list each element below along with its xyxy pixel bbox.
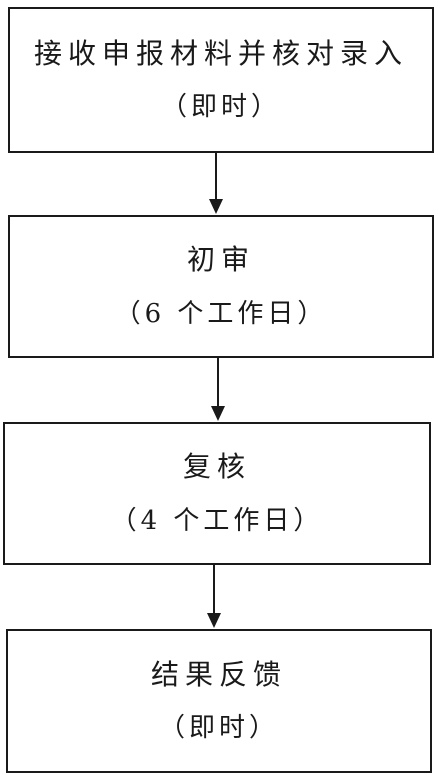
step-initial-review: 初审 （6 个工作日） <box>8 215 434 358</box>
step-receive-materials: 接收申报材料并核对录入 （即时） <box>8 7 434 153</box>
arrow-2-to-3 <box>211 358 225 421</box>
step-result-feedback: 结果反馈 （即时） <box>6 629 432 773</box>
step-duration: （即时） <box>158 713 279 744</box>
step-duration: （4 个工作日） <box>110 505 324 536</box>
step-second-review: 复核 （4 个工作日） <box>3 422 431 565</box>
step-duration: （6 个工作日） <box>114 298 328 329</box>
step-title: 结果反馈 <box>150 657 287 691</box>
arrow-1-to-2 <box>209 153 223 214</box>
step-title: 接收申报材料并核对录入 <box>33 36 408 70</box>
step-title: 初审 <box>186 243 255 277</box>
step-title: 复核 <box>182 450 251 484</box>
arrow-3-to-4 <box>207 565 221 628</box>
step-duration: （即时） <box>160 92 281 123</box>
